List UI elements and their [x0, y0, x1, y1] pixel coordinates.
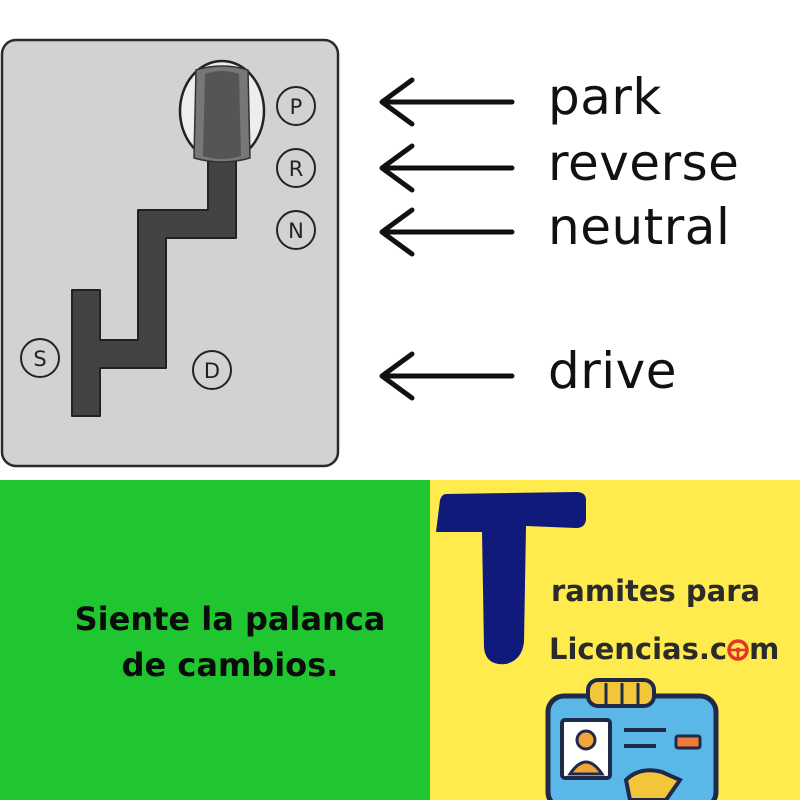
gear-n: N	[276, 210, 316, 250]
arrow-left-icon	[379, 143, 515, 193]
gear-p: P	[276, 86, 316, 126]
gear-r: R	[276, 148, 316, 188]
svg-text:N: N	[288, 219, 304, 243]
slogan-line-2: de cambios.	[121, 646, 339, 684]
brand-line-1: ramites para	[551, 574, 761, 608]
brand-line-2a: Licencias.c	[549, 632, 728, 666]
brand-line-2b: m	[749, 632, 780, 666]
arrow-left-icon	[379, 351, 515, 401]
svg-text:P: P	[290, 95, 303, 119]
label-drive: drive	[548, 342, 678, 400]
steering-wheel-icon	[727, 634, 749, 661]
svg-text:D: D	[204, 359, 220, 383]
slogan-text: Siente la palanca de cambios.	[0, 596, 460, 688]
diagram-area: P R N S D park reverse neutral drive	[0, 38, 740, 468]
gear-s: S	[20, 338, 60, 378]
arrow-left-icon	[379, 77, 515, 127]
label-reverse: reverse	[548, 134, 740, 192]
brand-t-letterform	[436, 492, 586, 665]
svg-text:S: S	[33, 347, 46, 371]
id-card-icon	[545, 678, 719, 800]
brand-line-2: Licencias.c m	[549, 632, 779, 666]
label-neutral: neutral	[548, 198, 731, 256]
slogan-line-1: Siente la palanca	[74, 600, 386, 638]
gear-d: D	[192, 350, 232, 390]
label-park: park	[548, 68, 662, 126]
shift-gate-slot	[71, 155, 237, 417]
arrow-left-icon	[379, 207, 515, 257]
svg-text:R: R	[289, 157, 304, 181]
gear-shifter-panel: P R N S D	[0, 38, 340, 468]
slogan-panel	[0, 480, 430, 800]
brand-logo	[436, 492, 719, 800]
shift-knob	[178, 59, 266, 163]
